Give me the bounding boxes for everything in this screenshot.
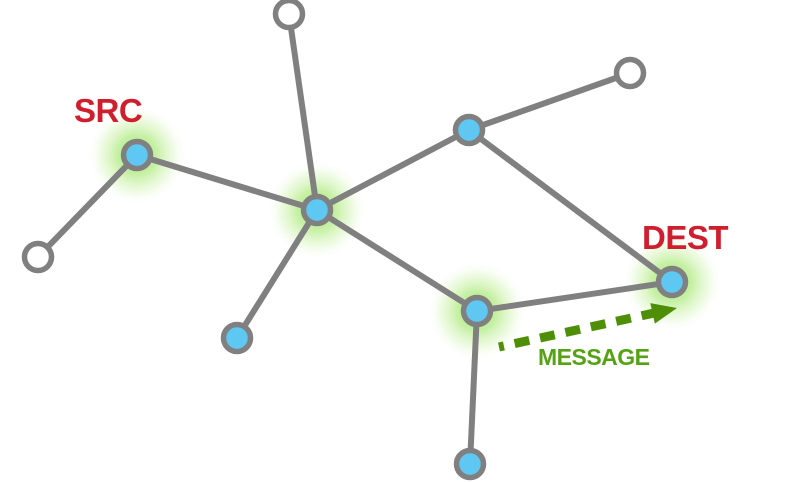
node-src	[120, 138, 154, 172]
node-leaf-left	[21, 240, 55, 274]
node-relay-top	[452, 113, 486, 147]
edge-relay-top-hub	[314, 127, 472, 213]
edge-relay-top-leaf-top-right	[466, 70, 633, 133]
node-dest	[655, 265, 689, 299]
node-leaf-bottom-left	[220, 321, 254, 355]
node-leaf-bottom	[453, 447, 487, 481]
edge-leaf-left-src	[35, 152, 140, 260]
edge-relay-bottom-dest	[474, 279, 675, 314]
node-hub	[300, 193, 334, 227]
node-leaf-top	[272, 0, 306, 31]
edge-relay-bottom-leaf-bottom	[467, 308, 480, 467]
message-arrow-head	[650, 303, 677, 324]
src-label: SRC	[74, 92, 143, 129]
node-leaf-top-right	[613, 56, 647, 90]
message-arrow-shaft	[498, 308, 658, 352]
node-relay-bottom	[460, 294, 494, 328]
edge-src-hub	[134, 152, 320, 213]
edge-relay-bottom-hub	[314, 207, 480, 314]
dest-label: DEST	[642, 219, 729, 256]
message-label: MESSAGE	[538, 344, 650, 370]
edge-leaf-bottom-left-hub	[234, 207, 320, 341]
edge-relay-top-dest	[466, 127, 675, 285]
edge-leaf-top-hub	[286, 11, 320, 213]
